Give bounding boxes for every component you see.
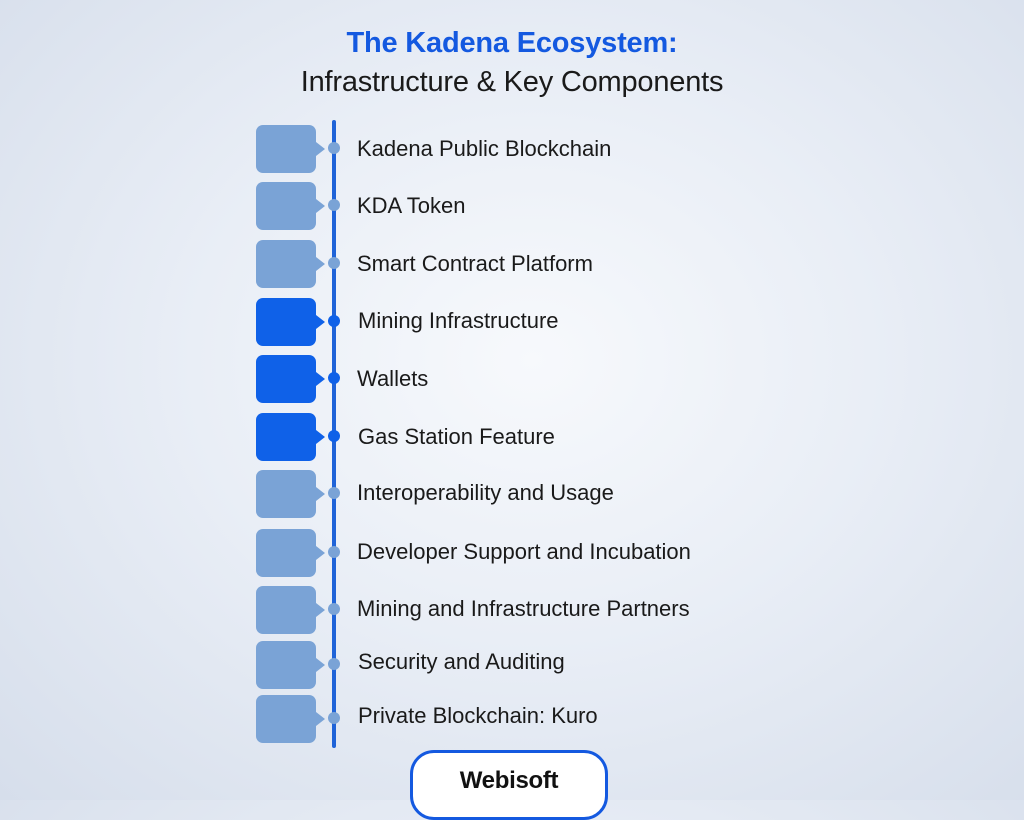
page-title: The Kadena Ecosystem: bbox=[346, 27, 678, 59]
timeline-item-mining-infrastructure: Mining Infrastructure bbox=[256, 298, 776, 346]
timeline-marker bbox=[256, 470, 325, 518]
timeline-item-kda-token: KDA Token bbox=[256, 182, 776, 230]
timeline-dot bbox=[328, 658, 340, 670]
brand-logo-text: Webisoft bbox=[459, 767, 559, 794]
timeline-marker bbox=[256, 413, 325, 461]
timeline-dot bbox=[328, 142, 340, 154]
timeline-item-developer-support-and-incubation: Developer Support and Incubation bbox=[256, 529, 776, 577]
timeline-item-mining-and-infrastructure-partners: Mining and Infrastructure Partners bbox=[256, 586, 776, 634]
timeline-item-label: Mining Infrastructure bbox=[358, 308, 559, 333]
timeline-marker bbox=[256, 695, 325, 743]
timeline-marker bbox=[256, 125, 325, 173]
timeline-item-label: Gas Station Feature bbox=[358, 424, 555, 449]
timeline-item-kadena-public-blockchain: Kadena Public Blockchain bbox=[256, 125, 776, 173]
timeline-item-label: Developer Support and Incubation bbox=[357, 539, 691, 564]
timeline-marker bbox=[256, 586, 325, 634]
timeline-item-label: Kadena Public Blockchain bbox=[357, 136, 612, 161]
timeline-marker bbox=[256, 529, 325, 577]
timeline-marker bbox=[256, 298, 325, 346]
timeline-dot bbox=[328, 372, 340, 384]
timeline-item-label: Interoperability and Usage bbox=[357, 480, 614, 505]
timeline-item-label: Private Blockchain: Kuro bbox=[358, 703, 598, 728]
timeline-item-label: Wallets bbox=[357, 366, 429, 391]
timeline-item-label: Smart Contract Platform bbox=[357, 251, 593, 276]
timeline-item-security-and-auditing: Security and Auditing bbox=[256, 641, 776, 689]
timeline-dot bbox=[328, 199, 340, 211]
timeline-item-smart-contract-platform: Smart Contract Platform bbox=[256, 240, 776, 288]
page-subtitle: Infrastructure & Key Components bbox=[300, 66, 724, 98]
timeline-item-interoperability-and-usage: Interoperability and Usage bbox=[256, 470, 776, 518]
timeline-marker bbox=[256, 355, 325, 403]
components-timeline: Kadena Public Blockchain KDA Token Smart… bbox=[256, 120, 776, 748]
timeline-dot bbox=[328, 712, 340, 724]
timeline-dot bbox=[328, 603, 340, 615]
timeline-item-gas-station-feature: Gas Station Feature bbox=[256, 413, 776, 461]
timeline-dot bbox=[328, 257, 340, 269]
timeline-dot bbox=[328, 546, 340, 558]
title-block: The Kadena Ecosystem: Infrastructure & K… bbox=[0, 26, 1024, 100]
timeline-item-private-blockchain-kuro: Private Blockchain: Kuro bbox=[256, 695, 776, 743]
timeline-item-wallets: Wallets bbox=[256, 355, 776, 403]
timeline-dot bbox=[328, 315, 340, 327]
timeline-dot bbox=[328, 487, 340, 499]
timeline-dot bbox=[328, 430, 340, 442]
timeline-marker bbox=[256, 641, 325, 689]
brand-badge: Webisoft bbox=[410, 750, 608, 820]
timeline-item-label: Mining and Infrastructure Partners bbox=[357, 596, 690, 621]
timeline-marker bbox=[256, 182, 325, 230]
timeline-item-label: KDA Token bbox=[357, 193, 466, 218]
timeline-item-label: Security and Auditing bbox=[358, 649, 565, 674]
timeline-marker bbox=[256, 240, 325, 288]
